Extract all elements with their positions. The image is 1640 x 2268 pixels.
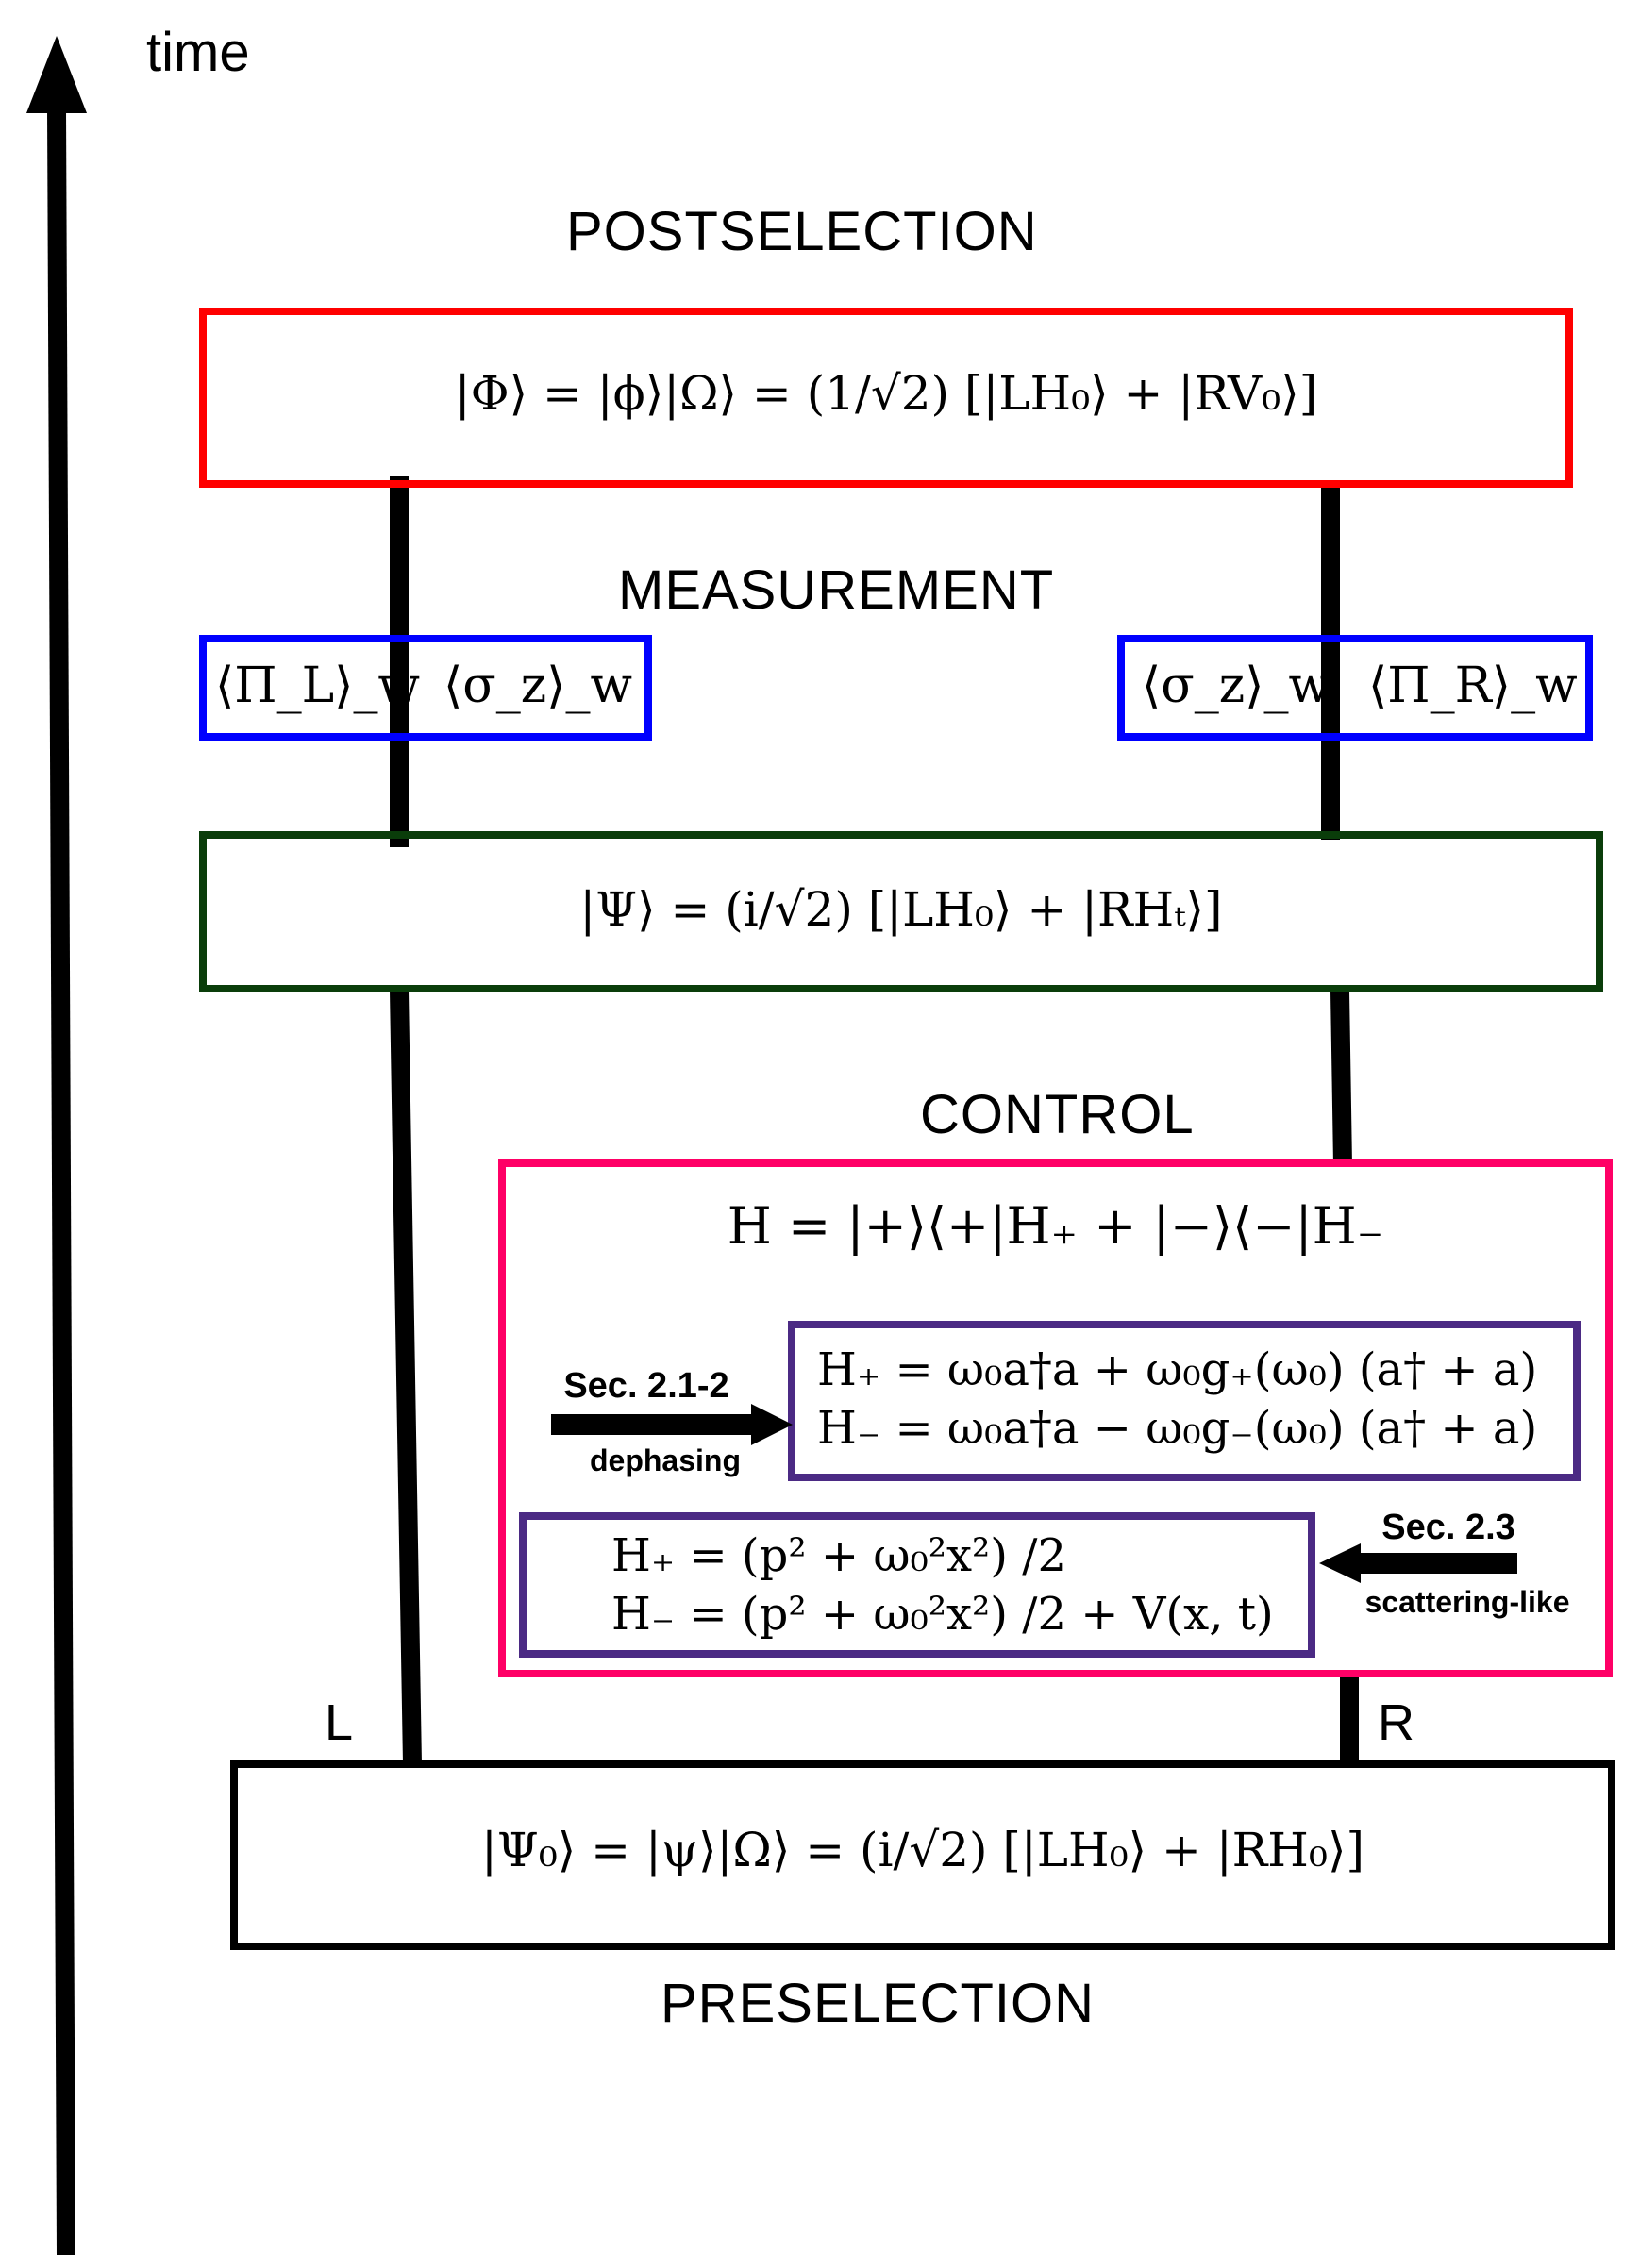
scattering-section-label: Sec. 2.3 — [1381, 1508, 1515, 1547]
scattering-arrow-head — [1319, 1543, 1361, 1583]
dephasing-h-plus: H₊ = ω₀a†a + ω₀g₊(ω₀) (a† + a) — [817, 1343, 1538, 1396]
preselection-equation: |Ψ₀⟩ = |ψ⟩|Ω⟩ = (i/√2) [|LH₀⟩ + |RH₀⟩] — [481, 1823, 1364, 1877]
measurement-left-sigma: ⟨σ_z⟩_w — [443, 658, 632, 714]
dephasing-arrow-head — [751, 1404, 793, 1445]
preselection-heading: PRESELECTION — [661, 1973, 1095, 2034]
evolved-state-equation: |Ψ⟩ = (i/√2) [|LH₀⟩ + |RHₜ⟩] — [579, 882, 1223, 937]
path-lines — [390, 476, 1359, 1765]
evolved-state-box — [199, 831, 1603, 992]
dephasing-equations: H₊ = ω₀a†a + ω₀g₊(ω₀) (a† + a) H₋ = ω₀a†… — [817, 1341, 1537, 1458]
scattering-label: scattering-like — [1364, 1585, 1570, 1619]
dephasing-h-minus: H₋ = ω₀a†a − ω₀g₋(ω₀) (a† + a) — [817, 1402, 1538, 1455]
measurement-box-left — [199, 635, 652, 741]
right-path-lower-top — [1330, 990, 1352, 1166]
dephasing-section-label: Sec. 2.1-2 — [563, 1366, 729, 1406]
scattering-h-minus: H₋ = (p² + ω₀²x²) /2 + V(x, t) — [611, 1588, 1274, 1641]
control-box — [498, 1159, 1613, 1677]
postselection-heading: POSTSELECTION — [566, 201, 1038, 262]
scattering-h-plus: H₊ = (p² + ω₀²x²) /2 — [611, 1529, 1066, 1582]
scattering-arrow — [1319, 1543, 1517, 1583]
right-path-label: R — [1378, 1694, 1414, 1751]
time-axis-line — [47, 108, 75, 2256]
time-axis — [26, 36, 87, 2256]
preselection-box — [230, 1760, 1615, 1950]
postselection-box — [199, 308, 1573, 488]
measurement-left-pi: ⟨Π_L⟩_w — [215, 658, 420, 714]
scattering-hamiltonian-box — [519, 1512, 1315, 1658]
control-hamiltonian: H = |+⟩⟨+|H₊ + |−⟩⟨−|H₋ — [727, 1196, 1384, 1256]
dephasing-hamiltonian-box — [788, 1321, 1581, 1481]
left-path-label: L — [325, 1694, 354, 1751]
scattering-equations: H₊ = (p² + ω₀²x²) /2 H₋ = (p² + ω₀²x²) /… — [611, 1526, 1274, 1643]
left-path-lower — [390, 990, 422, 1765]
measurement-box-right — [1117, 635, 1593, 741]
dephasing-label: dephasing — [589, 1443, 741, 1477]
measurement-right-sigma: ⟨σ_z⟩_w — [1142, 658, 1330, 714]
time-axis-label: time — [146, 22, 250, 83]
time-axis-arrowhead — [26, 36, 87, 113]
dephasing-arrow — [551, 1404, 793, 1445]
measurement-heading: MEASUREMENT — [618, 559, 1055, 621]
measurement-right-pi: ⟨Π_R⟩_w — [1368, 658, 1578, 714]
control-heading: CONTROL — [920, 1084, 1195, 1145]
postselection-equation: |Φ⟩ = |ϕ⟩|Ω⟩ = (1/√2) [|LH₀⟩ + |RV₀⟩] — [454, 366, 1318, 421]
